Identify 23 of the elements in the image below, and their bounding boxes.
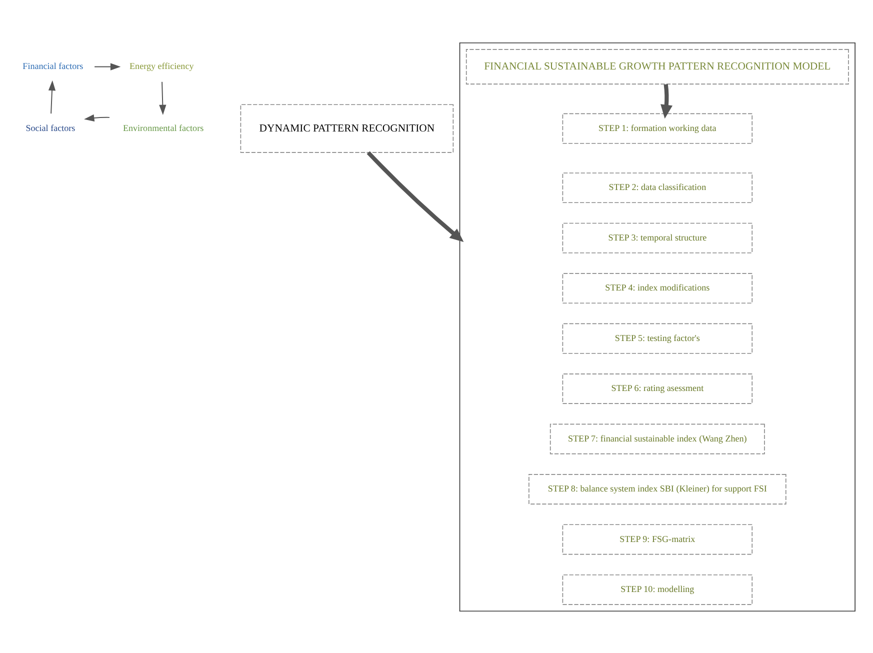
node-text: Financial factors	[22, 60, 84, 71]
arrow	[366, 150, 464, 242]
node-text: Environmental factors	[122, 122, 204, 132]
node-box: STEP 8: balance system index SBI (Kleiner) for support FSI	[528, 474, 786, 504]
node-box: FINANCIAL SUSTAINABLE GROWTH PATTERN RECOGNITION MODEL	[466, 48, 849, 84]
arrow	[159, 80, 166, 115]
node-text: Social factors	[26, 122, 76, 132]
node-box: STEP 2: data classification	[562, 172, 753, 203]
arrow	[84, 114, 110, 122]
node-box: STEP 9: FSG-matrix	[562, 524, 753, 554]
node-box: STEP 10: modelling	[562, 574, 753, 604]
cluster	[459, 42, 856, 612]
node-box: STEP 1: formation working data	[562, 112, 753, 144]
node-box: STEP 7: financial sustainable index (Wang Zhen)	[550, 423, 765, 454]
node-text: Energy efficiency	[130, 60, 194, 71]
arrow	[94, 62, 121, 70]
node-box: DYNAMIC PATTERN RECOGNITION	[240, 104, 454, 152]
node-box: STEP 3: temporal structure	[562, 222, 753, 253]
node-box: STEP 4: index modifications	[562, 272, 753, 304]
arrow	[660, 84, 672, 118]
arrow	[48, 80, 56, 114]
node-box: STEP 6: rating asessment	[562, 373, 753, 404]
node-box: STEP 5: testing factor's	[562, 322, 753, 354]
